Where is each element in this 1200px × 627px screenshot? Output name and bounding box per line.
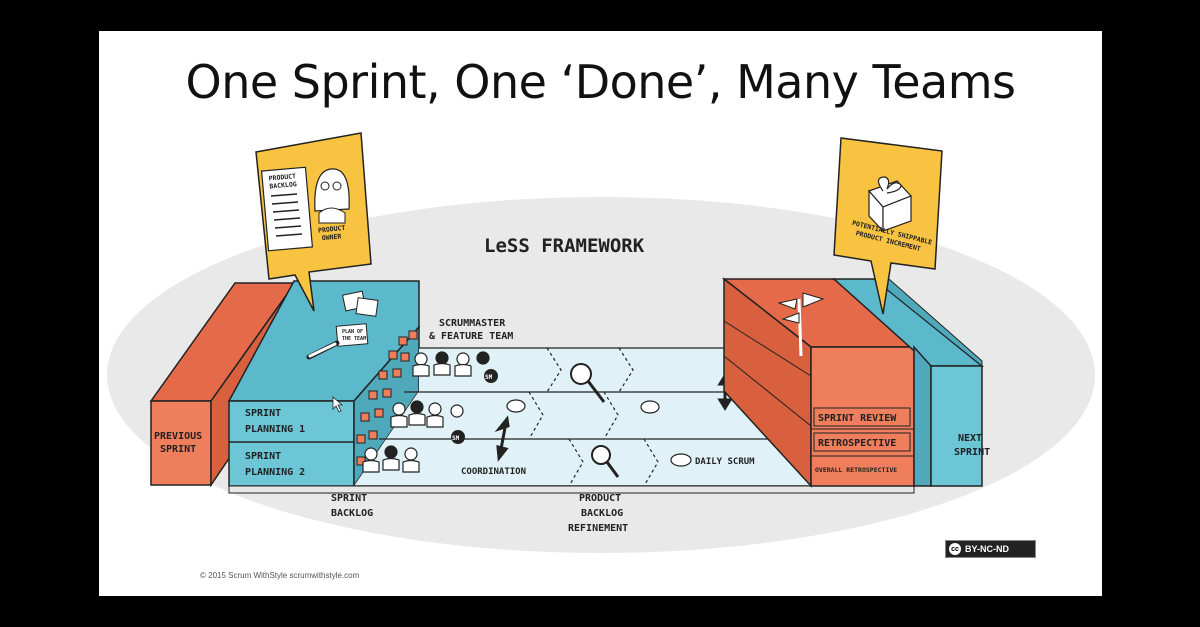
- license-badge[interactable]: cc BY-NC-ND: [945, 540, 1036, 558]
- previous-sprint-line1: PREVIOUS: [154, 431, 202, 442]
- svg-text:SM: SM: [452, 435, 460, 442]
- coordination-label: COORDINATION: [461, 467, 526, 477]
- license-label: BY-NC-ND: [965, 544, 1009, 554]
- daily-scrum-label: DAILY SCRUM: [695, 457, 755, 467]
- framework-title: LeSS FRAMEWORK: [484, 235, 645, 257]
- scrummaster-badge: SM: [451, 430, 465, 444]
- sprint-planning-1-line1: SPRINT: [245, 408, 281, 419]
- sprint-planning-1-line2: PLANNING 1: [245, 424, 305, 435]
- next-sprint-line2: SPRINT: [954, 447, 990, 458]
- scrummaster-badge: SM: [484, 369, 498, 383]
- scrummaster-team-line1: SCRUMMASTER: [439, 318, 506, 329]
- pbr-line1: PRODUCT: [579, 493, 621, 504]
- slide-title: One Sprint, One ‘Done’, Many Teams: [185, 55, 1016, 109]
- magnifier-icon-bottom: [591, 445, 620, 478]
- retrospective-label: RETROSPECTIVE: [818, 438, 896, 449]
- pbr-line2: BACKLOG: [581, 508, 623, 519]
- scrummaster-team-line2: & FEATURE TEAM: [429, 331, 513, 342]
- backlog-list-icon: [260, 166, 314, 252]
- overall-retrospective-label: OVERALL RETROSPECTIVE: [815, 466, 897, 474]
- svg-text:PRODUCT BACKLOG: PRODUCT BACKLOG: [268, 172, 301, 191]
- sprint-planning-2-line2: PLANNING 2: [245, 467, 305, 478]
- product-owner-line1: PRODUCT: [318, 224, 346, 235]
- slide: One Sprint, One ‘Done’, Many Teams LeSS …: [99, 31, 1102, 596]
- product-owner-callout: PRODUCT BACKLOG PRODUCT OWNER: [255, 132, 372, 312]
- previous-sprint-line2: SPRINT: [160, 444, 196, 455]
- speech-bubble-icon: [506, 399, 526, 413]
- pbr-line3: REFINEMENT: [568, 523, 628, 534]
- product-backlog-line2: BACKLOG: [269, 180, 297, 190]
- sprint-backlog-line1: SPRINT: [331, 493, 367, 504]
- sprint-review-label: SPRINT REVIEW: [818, 413, 897, 424]
- svg-text:PRODUCT OWNER: PRODUCT OWNER: [318, 223, 351, 242]
- less-framework-diagram: LeSS FRAMEWORK PREVIOUS SPRINT PLAN OF T…: [107, 132, 1095, 553]
- team-figures: [362, 351, 490, 473]
- gift-icon: [867, 176, 913, 233]
- svg-text:SCRUMMASTER & FEATURE: SCRUMMASTER & FEATURE TEAM: [429, 318, 513, 342]
- sprint-planning-block: PLAN OF THE TEAM SPRINT PLANNING 1 SPRIN…: [227, 280, 420, 489]
- magnifier-icon-top: [570, 363, 606, 403]
- svg-text:PREVIOUS SPRINT: PREVIOUS SPRINT: [154, 431, 208, 455]
- speech-bubble-icon: [640, 400, 660, 414]
- product-backlog-line1: PRODUCT: [268, 172, 296, 182]
- sprint-planning-2-line1: SPRINT: [245, 451, 281, 462]
- svg-text:SPRINT REVIEW RETROSPE: SPRINT REVIEW RETROSPECTIVE: [818, 413, 902, 449]
- creative-commons-icon: cc: [949, 543, 961, 555]
- next-sprint-block: NEXT SPRINT: [832, 278, 990, 487]
- product-owner-line2: OWNER: [321, 232, 341, 242]
- speech-bubble-icon: [670, 453, 692, 467]
- svg-text:SPRINT PLANNING 1: SPRINT PLANNING 1 SPRINT PLANNING 2: [245, 408, 311, 478]
- copyright-text: © 2015 Scrum WithStyle scrumwithstyle.co…: [200, 571, 360, 580]
- product-increment-callout: POTENTIALLY SHIPPABLE PRODUCT INCREMENT: [833, 137, 943, 315]
- sprint-backlog-line2: BACKLOG: [331, 508, 373, 519]
- svg-text:SM: SM: [485, 374, 493, 381]
- svg-text:SPRINT BACKLOG PRO: SPRINT BACKLOG PRODUCT BACKLOG REFINEMEN…: [331, 493, 629, 534]
- product-owner-icon: [314, 168, 350, 224]
- next-sprint-line1: NEXT: [958, 433, 982, 444]
- sprint-review-block: SPRINT REVIEW RETROSPECTIVE OVERALL RETR…: [721, 277, 917, 488]
- team-plan-note: PLAN OF THE TEAM: [342, 329, 366, 342]
- svg-text:NEXT SPRINT: NEXT SPRINT: [954, 433, 990, 458]
- mouse-cursor-icon: [332, 396, 344, 413]
